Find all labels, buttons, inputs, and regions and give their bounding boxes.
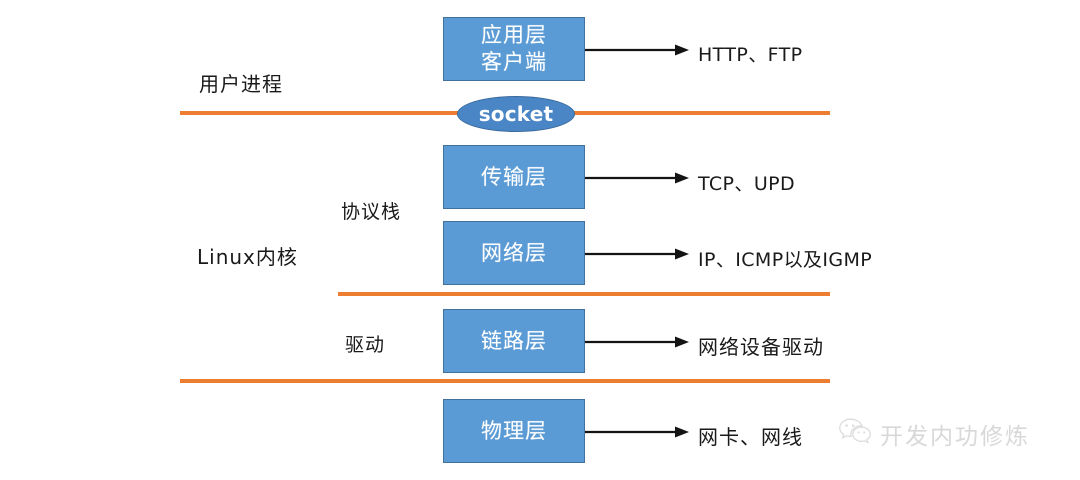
divider-driver-physical: [180, 379, 830, 383]
layer-box-application[interactable]: 应用层 客户端: [443, 17, 585, 81]
layer-box-network-line-1: 网络层: [481, 240, 547, 265]
layer-box-physical-line-1: 物理层: [481, 418, 547, 443]
output-label-link: 网络设备驱动: [698, 335, 824, 359]
label-protocol-stack: 协议栈: [341, 201, 402, 223]
layer-box-network[interactable]: 网络层: [443, 221, 585, 285]
layer-box-transport[interactable]: 传输层: [443, 145, 585, 209]
watermark: 开发内功修炼: [838, 417, 1030, 451]
layer-box-link[interactable]: 链路层: [443, 309, 585, 373]
arrow-application: [585, 43, 693, 57]
socket-label: socket: [478, 102, 554, 126]
arrow-transport: [585, 171, 693, 185]
arrow-physical: [585, 425, 693, 439]
arrow-network: [585, 247, 693, 261]
arrow-link: [585, 335, 693, 349]
wechat-icon: [838, 417, 872, 451]
layer-box-physical[interactable]: 物理层: [443, 399, 585, 463]
label-user-process: 用户进程: [199, 72, 283, 96]
socket-node[interactable]: socket: [457, 96, 575, 132]
divider-stack-driver: [338, 292, 830, 296]
label-driver: 驱动: [345, 334, 386, 356]
label-linux-kernel: Linux内核: [197, 245, 298, 269]
output-label-transport: TCP、UPD: [698, 173, 796, 195]
output-label-network: IP、ICMP以及IGMP: [698, 249, 873, 271]
output-label-application: HTTP、FTP: [698, 44, 803, 66]
layer-box-transport-line-1: 传输层: [481, 164, 547, 189]
watermark-text: 开发内功修炼: [880, 424, 1030, 450]
layer-box-application-line-2: 客户端: [481, 50, 547, 74]
layer-box-application-line-1: 应用层: [481, 23, 547, 48]
output-label-physical: 网卡、网线: [698, 425, 803, 449]
layer-box-link-line-1: 链路层: [481, 328, 547, 353]
